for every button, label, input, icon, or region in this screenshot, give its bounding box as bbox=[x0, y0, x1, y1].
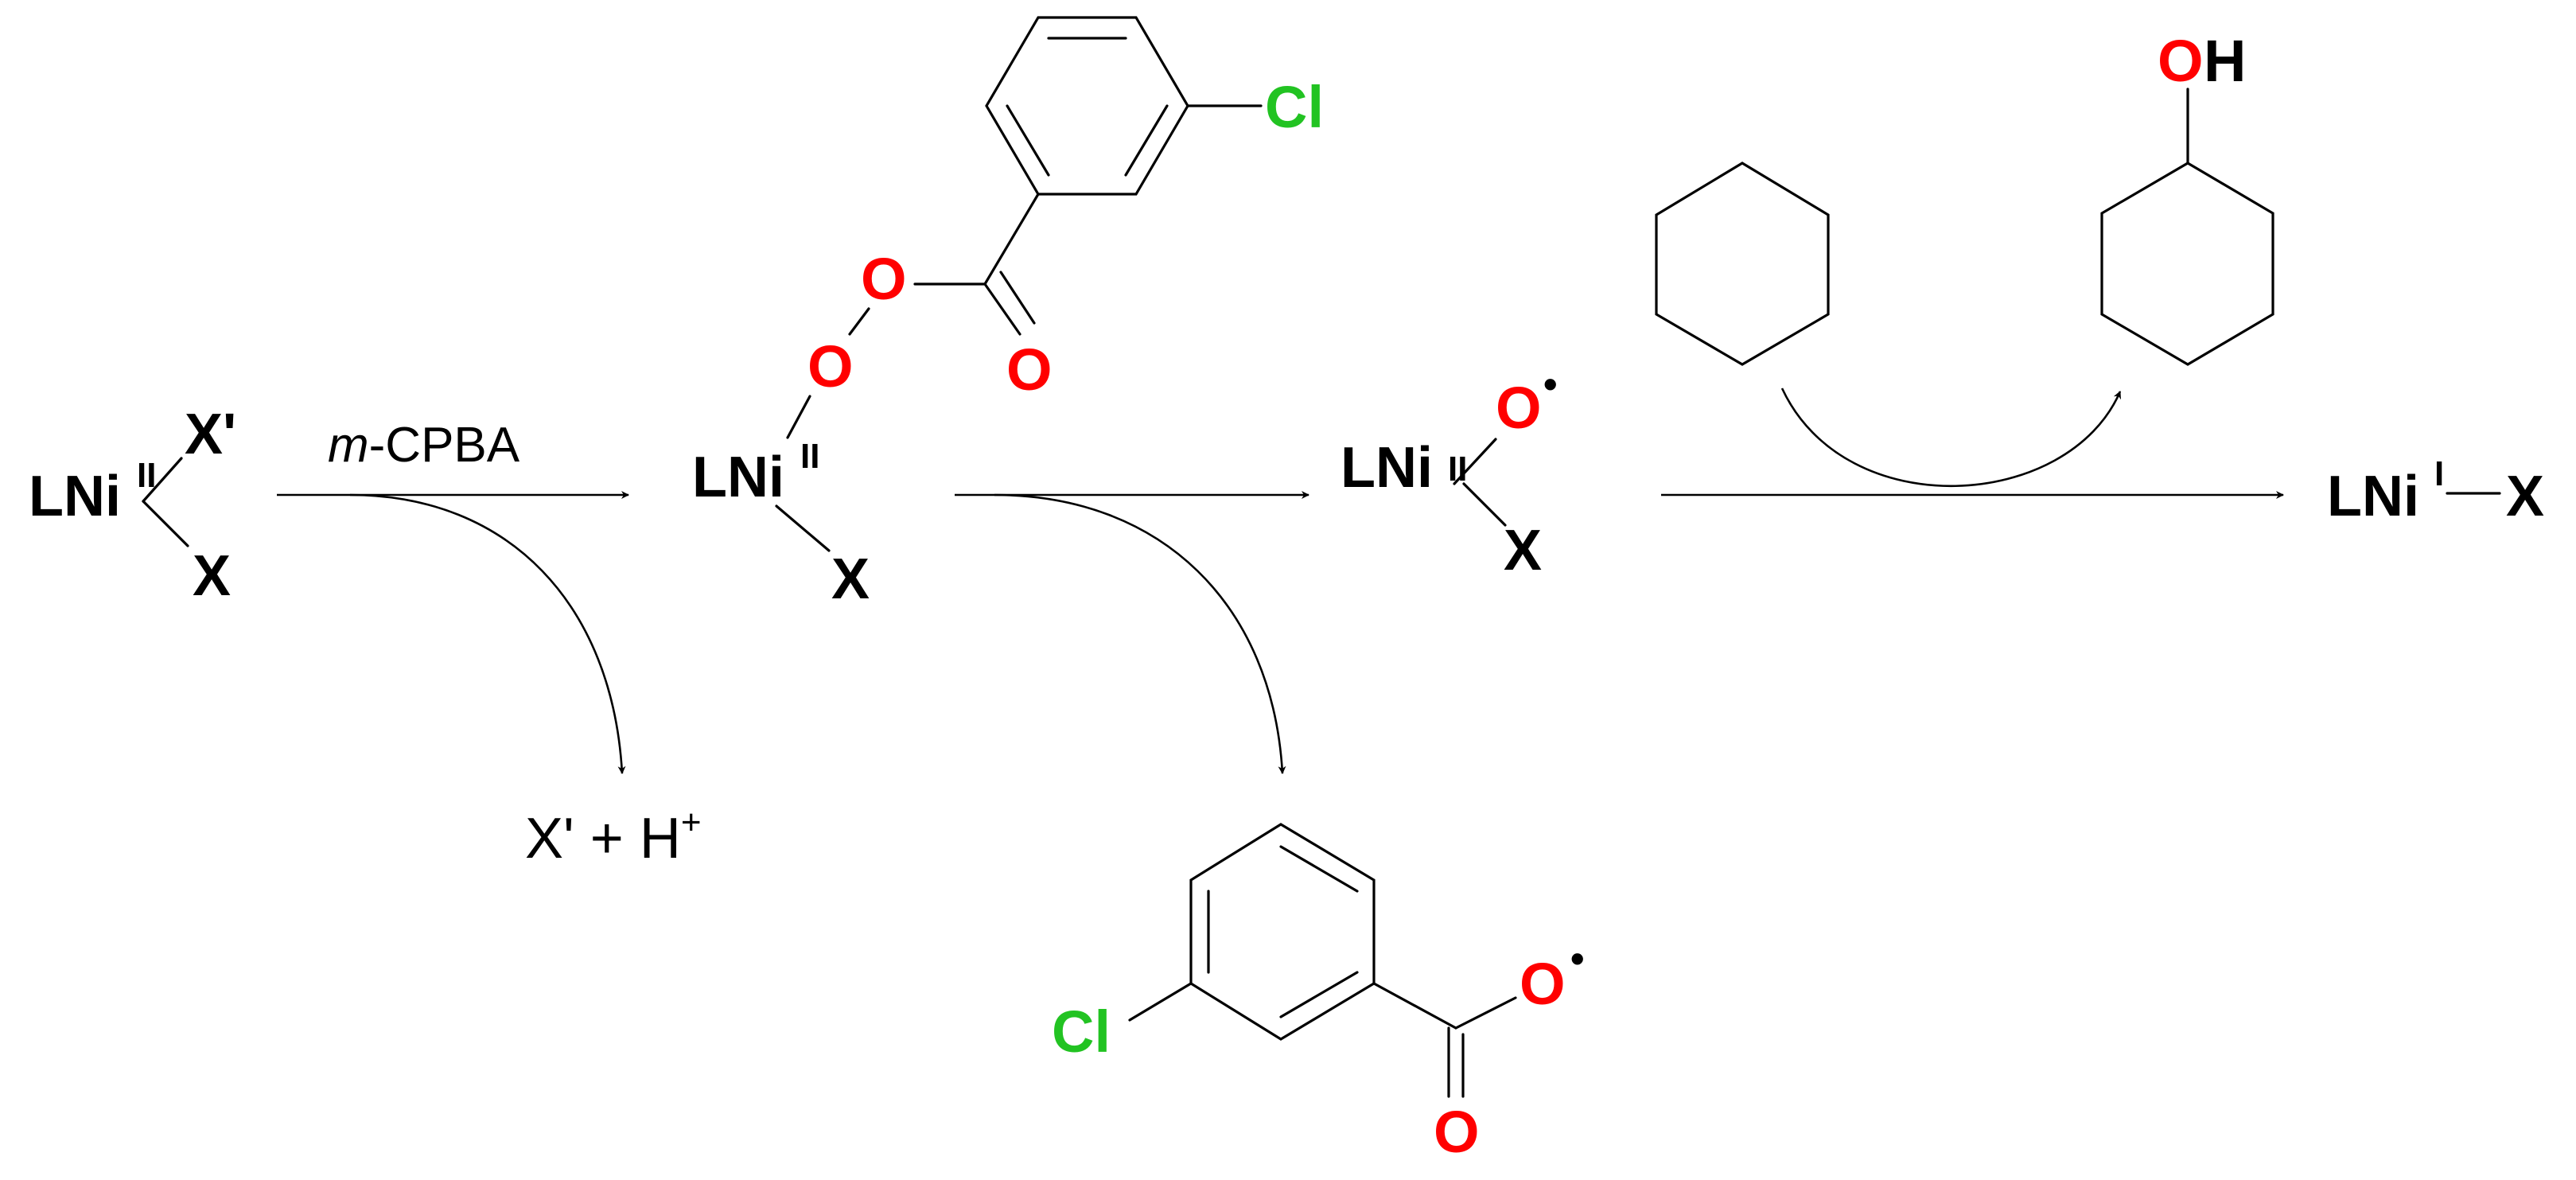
peroxo-metal: LNi bbox=[692, 446, 784, 509]
peroxo-benzene-ring bbox=[985, 16, 1189, 196]
ni-start-metal: LNi bbox=[29, 465, 121, 528]
peroxo-ring-inner-3 bbox=[1006, 104, 1050, 177]
peroxo-co-double-2 bbox=[999, 271, 1036, 325]
arrow-2-side-curve bbox=[994, 493, 1286, 774]
oxyl-oxidation-state: II bbox=[1448, 450, 1467, 489]
peroxo-ni-x-bond bbox=[775, 504, 831, 552]
ni-peroxo-complex: Cl O O O LNi II X bbox=[692, 16, 1324, 611]
cyclohexane-ring bbox=[1655, 162, 1830, 366]
radical-ring-inner-2 bbox=[1279, 971, 1359, 1018]
radical-c-cl-bond bbox=[1128, 982, 1193, 1022]
radical-ring-carbonyl-bond bbox=[1372, 982, 1457, 1030]
final-oxidation-state: I bbox=[2434, 454, 2444, 493]
peroxo-o-acyl: O bbox=[861, 246, 907, 312]
arrow-step-3 bbox=[1661, 387, 2284, 499]
arrow-step-2 bbox=[955, 491, 1309, 774]
cyclohexanol: O H bbox=[2100, 28, 2274, 366]
ni-oxyl-complex: LNi II O • X bbox=[1341, 362, 1558, 582]
cyclohexanol-hydrogen: H bbox=[2204, 28, 2246, 94]
radical-carbonyl-oxygen: O bbox=[1434, 1099, 1480, 1165]
cyclohexanol-oxygen: O bbox=[2158, 28, 2204, 94]
radical-benzene-ring bbox=[1189, 823, 1376, 1041]
arrow-1-side-curve bbox=[349, 493, 626, 774]
radical-ring-inner-1 bbox=[1279, 845, 1359, 893]
peroxo-ligand-x: X bbox=[831, 547, 870, 611]
arrow-3-curve bbox=[1780, 387, 2122, 488]
ni-start-bond-bottom bbox=[142, 500, 189, 547]
ni-start-complex: LNi II X' X bbox=[29, 403, 236, 608]
peroxo-co-double-1 bbox=[983, 282, 1021, 336]
ni-final-complex: LNi I X bbox=[2327, 454, 2544, 528]
peroxo-ring-inner-2 bbox=[1124, 104, 1169, 177]
ni-start-ligand-top: X' bbox=[185, 403, 236, 466]
radical-oxygen: O bbox=[1520, 951, 1566, 1017]
radical-chlorine: Cl bbox=[1052, 999, 1111, 1065]
peroxo-ring-carbonyl-bond bbox=[983, 193, 1040, 286]
ni-start-bond-top bbox=[142, 457, 183, 503]
peroxo-oxidation-state: II bbox=[800, 437, 819, 476]
ni-start-ligand-bottom: X bbox=[193, 544, 231, 608]
final-ligand-x: X bbox=[2506, 465, 2544, 528]
benzoyloxyl-radical: Cl O • O bbox=[1052, 823, 1585, 1165]
peroxo-o-metal: O bbox=[807, 333, 854, 399]
peroxo-o-carbonyl: O bbox=[1006, 337, 1053, 403]
peroxo-ni-o-bond bbox=[786, 395, 811, 439]
byproduct-x-h: X' + H+ bbox=[525, 803, 702, 870]
reagent-mcpba: m-CPBA bbox=[328, 418, 520, 473]
arrow-step-1: m-CPBA bbox=[277, 418, 629, 774]
oxyl-ni-x-bond bbox=[1462, 482, 1507, 527]
cyclohexanol-ring bbox=[2100, 162, 2274, 366]
oxyl-ni-o-bond bbox=[1453, 438, 1497, 485]
oxyl-radical-dot: • bbox=[1543, 362, 1558, 407]
peroxo-o-o-bond bbox=[848, 307, 870, 336]
peroxo-chlorine: Cl bbox=[1265, 74, 1324, 140]
oxyl-metal: LNi bbox=[1341, 436, 1433, 500]
radical-c-o-bond bbox=[1454, 996, 1517, 1030]
oxyl-ligand-x: X bbox=[1504, 519, 1542, 582]
final-metal: LNi bbox=[2327, 465, 2419, 528]
oxyl-oxygen: O bbox=[1496, 375, 1542, 441]
radical-dot-benzoyloxyl: • bbox=[1570, 937, 1585, 981]
